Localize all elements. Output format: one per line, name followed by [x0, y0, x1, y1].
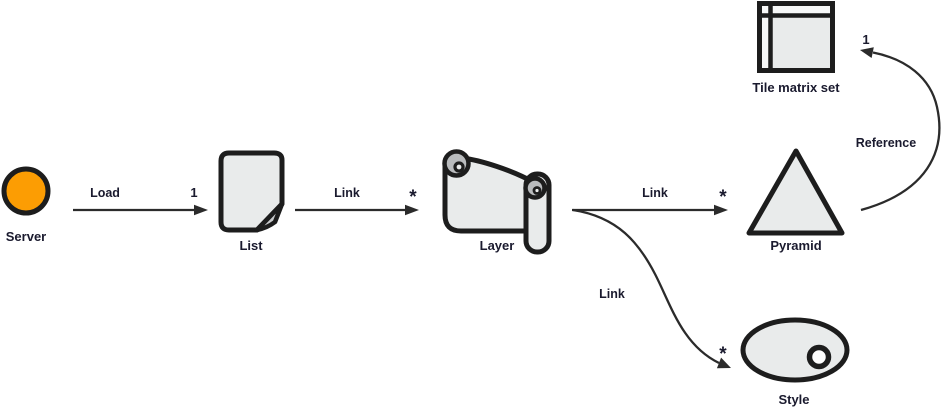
multiplicity-star: * [719, 344, 727, 365]
edge-server-list: Load 1 [73, 185, 208, 216]
reference-curve-line [860, 51, 941, 212]
edge-label-reference: Reference [856, 136, 916, 150]
node-label-layer: Layer [480, 238, 515, 253]
multiplicity-one: 1 [862, 32, 869, 47]
multiplicity-star: * [409, 187, 417, 208]
arrowhead-icon [860, 47, 874, 58]
node-list: List [218, 150, 285, 253]
edge-label-link: Link [642, 186, 668, 200]
document-fold-icon [254, 201, 285, 233]
node-label-server: Server [6, 229, 46, 244]
edge-pyramid-tilematrixset: Reference 1 [856, 32, 941, 212]
arrowhead-icon [716, 357, 731, 369]
multiplicity-one: 1 [190, 185, 197, 200]
node-label-style: Style [778, 392, 809, 407]
edge-label-link: Link [334, 186, 360, 200]
edge-list-layer: Link * [295, 186, 419, 216]
node-pyramid: Pyramid [746, 148, 845, 253]
circle-icon [1, 166, 51, 216]
node-label-pyramid: Pyramid [770, 238, 821, 253]
edge-layer-style: Link * [572, 208, 731, 369]
arrowhead-icon [194, 204, 208, 216]
arrowhead-icon [405, 204, 419, 216]
table-grid-cell [772, 17, 830, 68]
scroll-right-curl-center [532, 186, 542, 195]
node-server: Server [1, 166, 51, 244]
node-tile-matrix-set: Tile matrix set [752, 1, 840, 95]
edge-label-link: Link [599, 287, 625, 301]
arrowhead-icon [714, 204, 728, 216]
link-curve-line [572, 208, 720, 365]
scroll-left-curl-center [453, 161, 465, 173]
node-label-list: List [239, 238, 263, 253]
node-layer: Layer [442, 149, 552, 255]
triangle-icon [746, 148, 845, 236]
edge-label-load: Load [90, 186, 120, 200]
multiplicity-star: * [719, 187, 727, 208]
node-style: Style [740, 317, 850, 407]
node-label-tile-matrix-set: Tile matrix set [752, 80, 840, 95]
document-icon [218, 150, 285, 233]
edge-layer-pyramid: Link * [572, 186, 728, 216]
palette-hole-icon [806, 344, 832, 370]
palette-ellipse-icon [740, 317, 850, 383]
